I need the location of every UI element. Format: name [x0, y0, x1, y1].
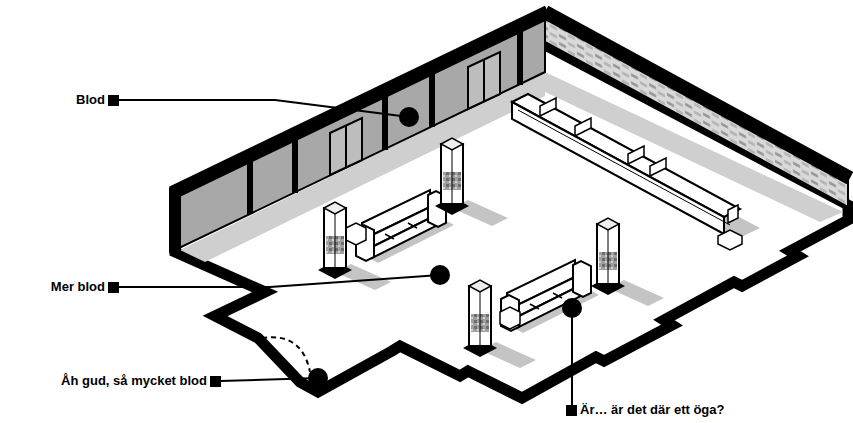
- pillar: [318, 202, 391, 290]
- pillar: [435, 138, 508, 226]
- callout-marker: [210, 376, 221, 387]
- pillar: [463, 280, 536, 368]
- callout-marker: [108, 95, 119, 106]
- blood-dot: [399, 107, 419, 127]
- left-wall-end: [169, 188, 181, 253]
- sofa: [356, 190, 454, 263]
- elevator-door: [468, 52, 500, 109]
- callout-text: Är… är det där ett öga?: [580, 402, 724, 418]
- side-table: [500, 307, 520, 329]
- reception-desk: [512, 94, 760, 250]
- pillar: [591, 218, 664, 306]
- sofa: [501, 260, 599, 333]
- callout-label: Mer blod: [51, 279, 119, 295]
- callout-label: Är… är det där ett öga?: [566, 402, 724, 418]
- lobby-floor: [175, 45, 848, 398]
- wall-pilasters: [250, 30, 520, 214]
- callout-text: Mer blod: [51, 279, 105, 295]
- leader-lines: [118, 100, 572, 405]
- blood-dot: [308, 368, 328, 388]
- door-swing: [262, 337, 310, 372]
- callout-text: Blod: [76, 92, 105, 108]
- eye-dot: [562, 298, 582, 318]
- left-wall-top: [172, 12, 548, 193]
- left-wall: [175, 15, 545, 250]
- elevator-door: [330, 118, 362, 175]
- callout-marker: [108, 282, 119, 293]
- callout-label: Blod: [76, 92, 119, 108]
- side-table: [346, 223, 366, 245]
- callout-marker: [566, 405, 577, 416]
- callout-text: Åh gud, så mycket blod: [61, 373, 207, 389]
- callout-label: Åh gud, så mycket blod: [61, 373, 221, 389]
- blood-dot: [430, 265, 450, 285]
